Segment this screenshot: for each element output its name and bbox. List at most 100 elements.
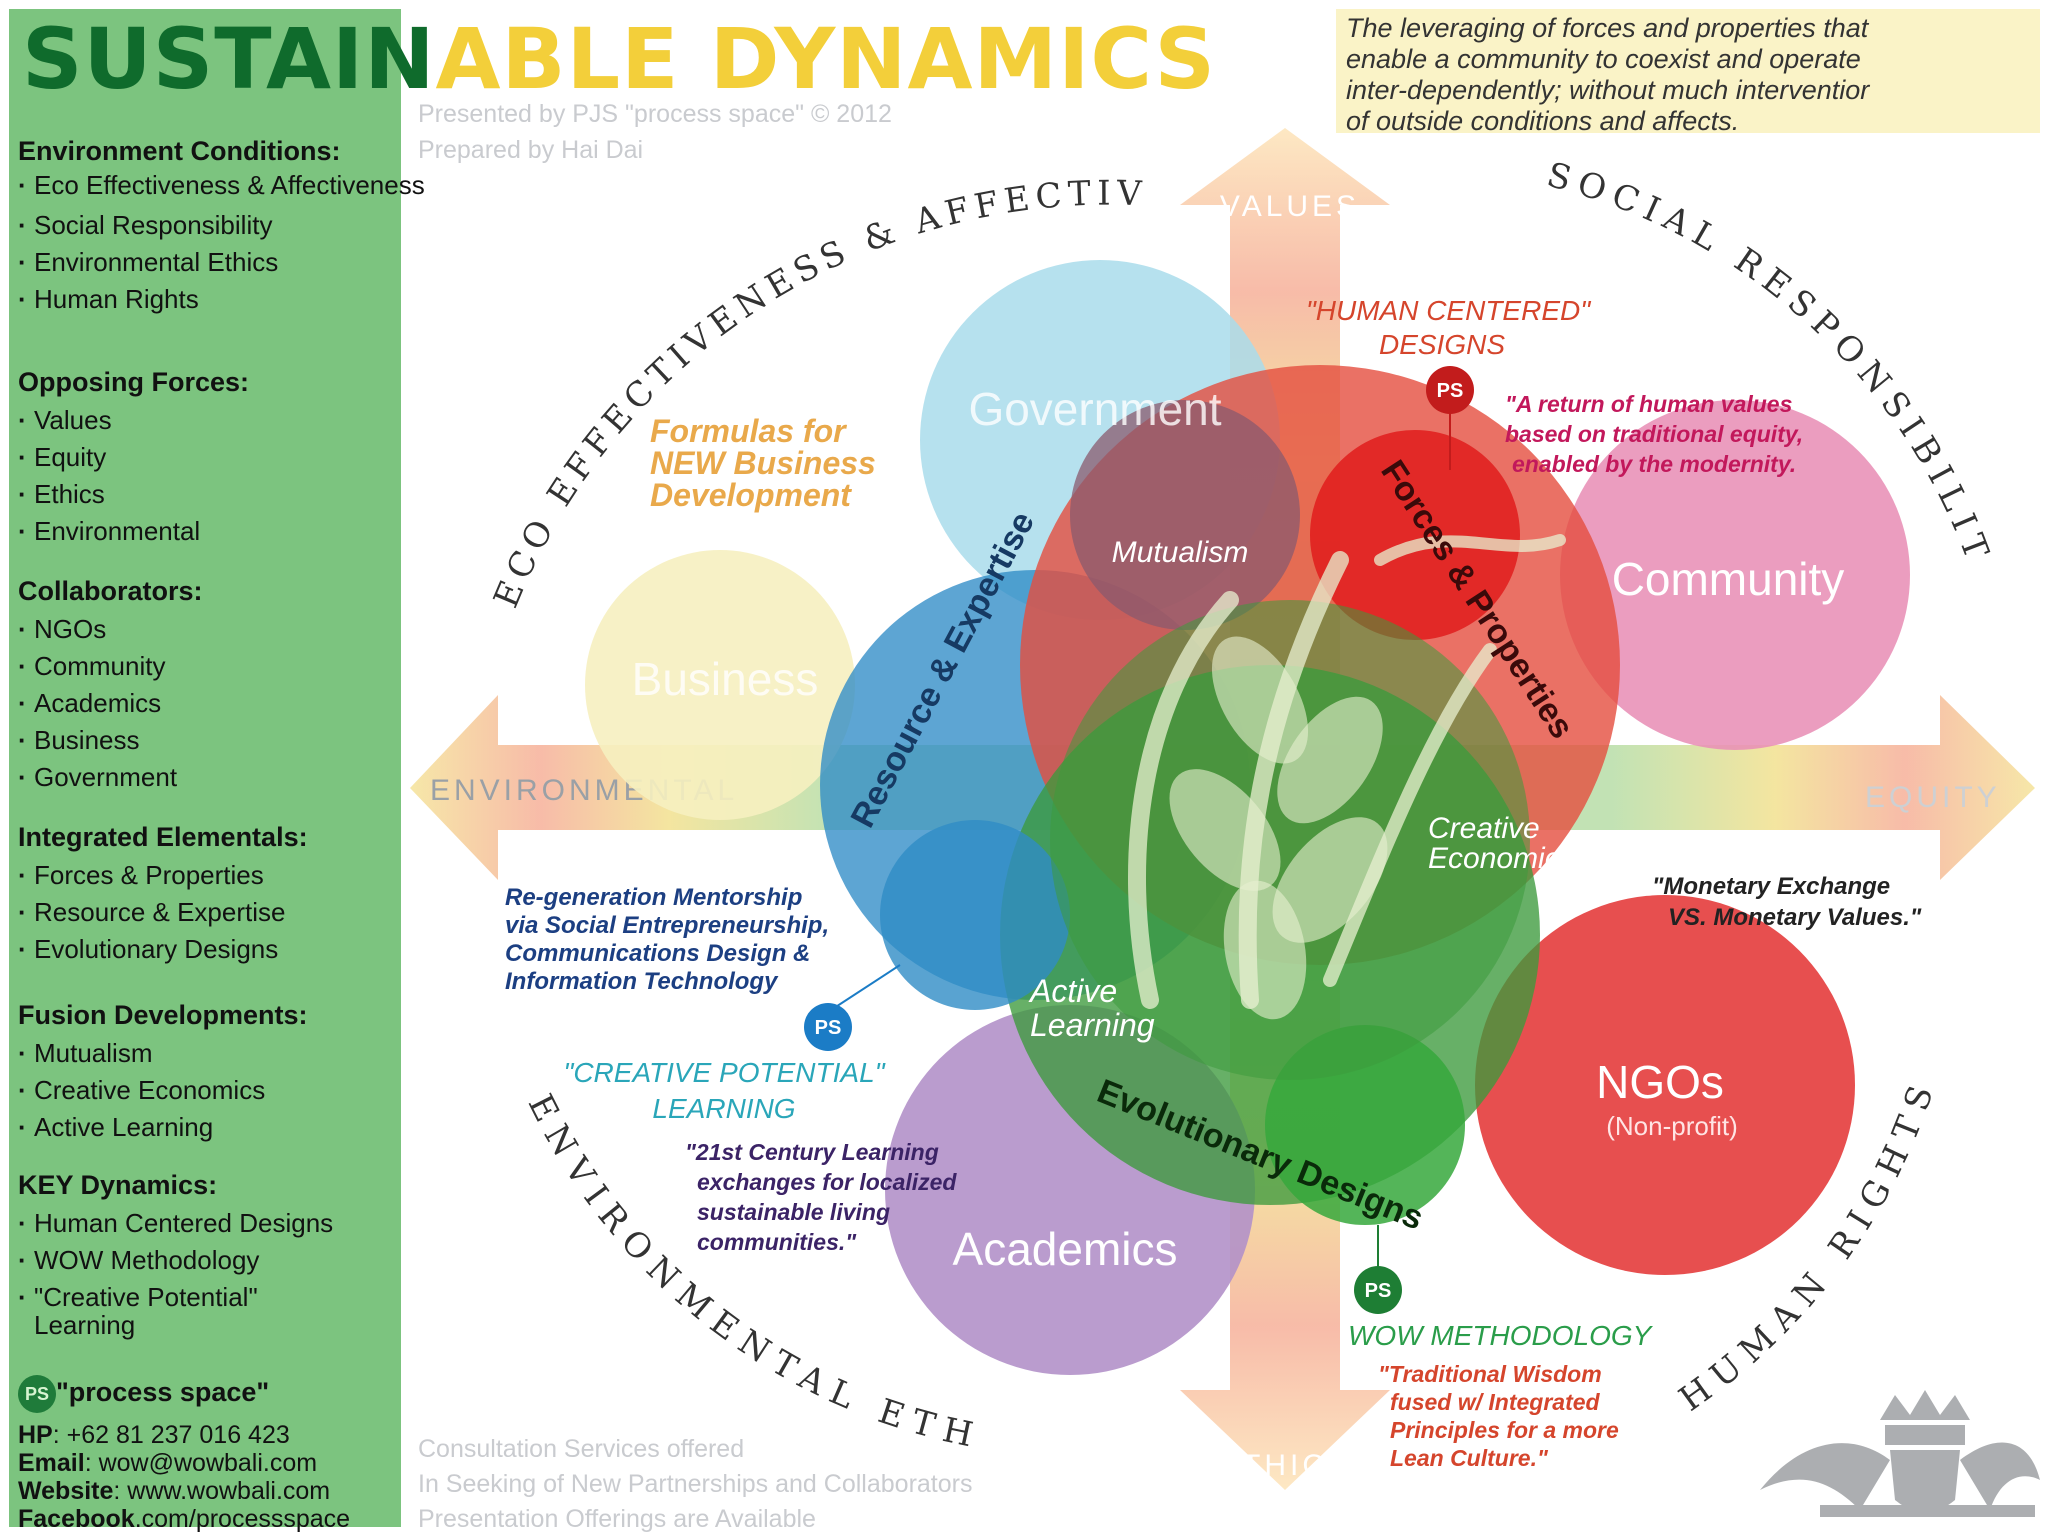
definition-line: The leveraging of forces and properties … [1346, 13, 1869, 43]
creative-potential-title-2: LEARNING [652, 1093, 795, 1124]
section-heading: Collaborators: [18, 576, 203, 606]
formulas-line: Development [650, 477, 852, 513]
creative-potential-quote: sustainable living [697, 1199, 890, 1225]
credit-line-presented: Presented by PJS "process space" © 2012 [418, 100, 892, 128]
list-item: Human Centered Designs [18, 1205, 333, 1242]
definition-line: of outside conditions and affects. [1346, 106, 1740, 136]
page-title: SUSTAINABLE DYNAMICS [22, 10, 1216, 108]
regeneration-line: Information Technology [505, 968, 779, 995]
human-centered-quote: enabled by the modernity. [1512, 451, 1796, 477]
section-key-dynamics: KEY Dynamics: Human Centered Designs WOW… [18, 1170, 333, 1339]
label-active-2: Learning [1030, 1007, 1155, 1043]
facebook-label: Facebook [18, 1505, 135, 1533]
circle-community [1560, 400, 1910, 750]
facebook-line[interactable]: Facebook.com/processspace [18, 1505, 350, 1533]
label-business: Business [632, 653, 819, 705]
creative-potential-quote: communities." [697, 1229, 857, 1255]
arrow-label-ethics: ETHICS [1218, 1449, 1352, 1482]
website-line[interactable]: Website: www.wowbali.com [18, 1477, 350, 1505]
phone-value: : +62 81 237 016 423 [52, 1421, 290, 1449]
ps-marker-text: PS [1437, 380, 1464, 402]
creative-potential-quote: exchanges for localized [697, 1169, 957, 1195]
ps-marker-line [827, 964, 901, 1013]
website-label: Website [18, 1477, 114, 1505]
list-item: NGOs [18, 611, 203, 648]
phone-line: HP: +62 81 237 016 423 [18, 1421, 350, 1449]
website-value[interactable]: : www.wowbali.com [113, 1477, 331, 1505]
list-item: WOW Methodology [18, 1242, 333, 1279]
circle-active-learning [880, 820, 1070, 1010]
list-item: Equity [18, 439, 249, 476]
section-fusion-developments: Fusion Developments: Mutualism Creative … [18, 1000, 308, 1146]
footer-line: Consultation Services offered [418, 1435, 745, 1463]
section-heading: Integrated Elementals: [18, 822, 308, 852]
creative-potential-title-1: "CREATIVE POTENTIAL" [563, 1057, 885, 1088]
human-centered-title-1: "HUMAN CENTERED" [1306, 295, 1591, 326]
list-item: Community [18, 648, 203, 685]
list-item: Eco Effectiveness & Affectiveness [18, 171, 425, 199]
circle-business [585, 550, 855, 820]
facebook-value[interactable]: .com/processspace [134, 1505, 351, 1533]
human-centered-title-2: DESIGNS [1379, 329, 1505, 360]
circle-forces-core [1310, 430, 1520, 640]
list-item: Active Learning [18, 1109, 308, 1146]
definition-line: enable a community to coexist and operat… [1346, 44, 1861, 74]
list-item: Values [18, 402, 249, 439]
list-item: "Creative Potential" Learning [18, 1283, 294, 1339]
list-item: Academics [18, 685, 203, 722]
contact-block: PS"process space" HP: +62 81 237 016 423… [18, 1375, 350, 1533]
creative-potential-quote: "21st Century Learning [685, 1139, 939, 1165]
credits: Presented by PJS "process space" © 2012 … [418, 96, 892, 168]
list-item: Mutualism [18, 1035, 308, 1072]
brand-line: PS"process space" [18, 1375, 350, 1413]
list-item: Social Responsibility [18, 207, 425, 244]
wow-quote: Lean Culture." [1390, 1445, 1549, 1471]
label-ngos-sub: (Non-profit) [1606, 1111, 1737, 1141]
email-line[interactable]: Email: wow@wowbali.com [18, 1449, 350, 1477]
crest-icon [1760, 1390, 2040, 1517]
email-value[interactable]: : wow@wowbali.com [84, 1449, 318, 1477]
footer-note: Consultation Services offered In Seeking… [418, 1432, 972, 1537]
definition-line: inter-dependently; without much interven… [1346, 75, 1870, 105]
label-active-1: Active [1028, 973, 1117, 1009]
list-item: Creative Economics [18, 1072, 308, 1109]
wow-quote: fused w/ Integrated [1390, 1389, 1601, 1415]
ps-marker-text: PS [1365, 1280, 1392, 1302]
section-heading: Environment Conditions: [18, 136, 341, 166]
label-academics: Academics [953, 1223, 1178, 1275]
footer-line: In Seeking of New Partnerships and Colla… [418, 1470, 973, 1498]
list-item: Environmental Ethics [18, 244, 425, 281]
regeneration-line: Re-generation Mentorship [505, 884, 802, 911]
section-integrated-elementals: Integrated Elementals: Forces & Properti… [18, 822, 308, 968]
circle-ngos [1475, 895, 1855, 1275]
phone-label: HP [18, 1421, 53, 1449]
title-part-yellow: ABLE DYNAMICS [435, 10, 1217, 108]
arrow-label-values: VALUES [1220, 190, 1360, 223]
list-item: Business [18, 722, 203, 759]
section-heading: Fusion Developments: [18, 1000, 308, 1030]
section-heading: Opposing Forces: [18, 367, 250, 397]
label-creative-2: Economics [1428, 842, 1575, 875]
label-creative-1: Creative [1428, 812, 1540, 845]
circle-mutualism [1070, 400, 1300, 630]
brand-name: "process space" [56, 1377, 270, 1408]
list-item: Resource & Expertise [18, 894, 308, 931]
formulas-line: Formulas for [650, 413, 847, 449]
section-opposing-forces: Opposing Forces: Values Equity Ethics En… [18, 367, 249, 550]
footer-line: Presentation Offerings are Available [418, 1505, 816, 1533]
section-collaborators: Collaborators: NGOs Community Academics … [18, 576, 203, 796]
wow-quote: Principles for a more [1390, 1417, 1619, 1443]
list-item: Government [18, 759, 203, 796]
formulas-line: NEW Business [650, 445, 876, 481]
monetary-quote: "Monetary Exchange [1652, 873, 1890, 900]
wheat-icon [1127, 534, 1566, 1020]
label-ngos: NGOs [1596, 1056, 1724, 1108]
wow-title: WOW METHODOLOGY [1348, 1320, 1654, 1351]
arrow-label-equity: EQUITY [1865, 781, 2001, 814]
list-item: Environmental [18, 513, 249, 550]
definition-box: The leveraging of forces and properties … [1336, 9, 2040, 136]
label-community: Community [1612, 553, 1845, 605]
credit-line-prepared: Prepared by Hai Dai [418, 136, 644, 164]
regeneration-line: Communications Design & [505, 940, 810, 967]
